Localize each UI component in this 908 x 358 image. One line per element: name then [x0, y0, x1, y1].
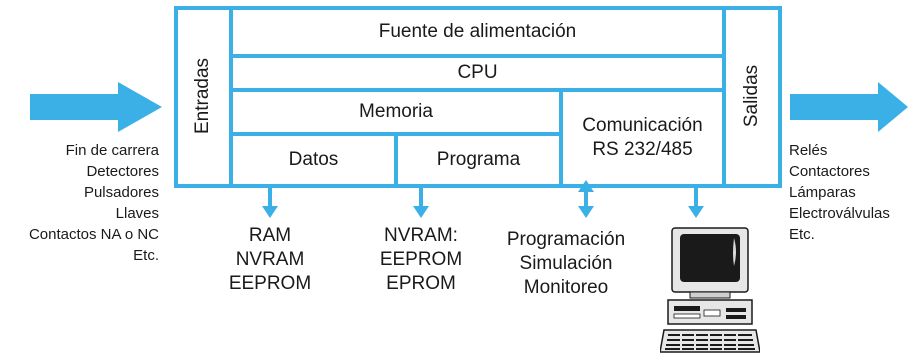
communication-title: Comunicación — [582, 115, 703, 136]
list-item: EEPROM — [228, 273, 312, 294]
list-item: Programación — [506, 229, 626, 250]
program-memory-types: NVRAM: EEPROM EPROM — [361, 224, 481, 296]
list-item: Monitoreo — [523, 277, 609, 298]
list-item: Contactos NA o NC — [28, 226, 159, 243]
list-item: Etc. — [789, 226, 815, 243]
list-item: Relés — [789, 142, 828, 159]
power-supply-label: Fuente de alimentación — [378, 21, 577, 42]
list-item: Pulsadores — [83, 184, 159, 201]
output-arrow-icon — [790, 82, 908, 132]
list-item: NVRAM — [235, 249, 305, 270]
list-item: RAM — [248, 225, 292, 246]
list-item: Etc. — [133, 247, 159, 264]
plc-frame — [174, 6, 782, 188]
list-item: Simulación — [519, 253, 613, 274]
list-item: EPROM — [386, 273, 456, 294]
list-item: Contactores — [789, 163, 870, 180]
memory-label: Memoria — [359, 101, 433, 122]
list-item: Detectores — [86, 163, 159, 180]
input-arrow-icon — [30, 82, 162, 132]
list-item: Fin de carrera — [65, 142, 159, 159]
communication-label: Comunicación RS 232/485 — [563, 92, 722, 184]
list-item: Lámparas — [789, 184, 856, 201]
inputs-label: Entradas — [192, 57, 213, 135]
list-item: Electroválvulas — [789, 205, 890, 222]
data-memory-label: Datos — [288, 149, 339, 170]
list-item: EEPROM — [379, 249, 463, 270]
cpu-label: CPU — [457, 62, 498, 83]
input-devices-list: Fin de carrera Detectores Pulsadores Lla… — [29, 140, 159, 266]
computer-icon — [660, 227, 760, 353]
program-memory-label: Programa — [436, 149, 521, 170]
communication-uses: Programación Simulación Monitoreo — [491, 228, 641, 300]
list-item: NVRAM: — [384, 225, 458, 246]
list-item: Llaves — [115, 205, 159, 222]
outputs-label: Salidas — [741, 64, 762, 128]
data-memory-types: RAM NVRAM EEPROM — [210, 224, 330, 296]
output-devices-list: Relés Contactores Lámparas Electroválvul… — [789, 140, 890, 245]
communication-protocol: RS 232/485 — [592, 139, 693, 160]
